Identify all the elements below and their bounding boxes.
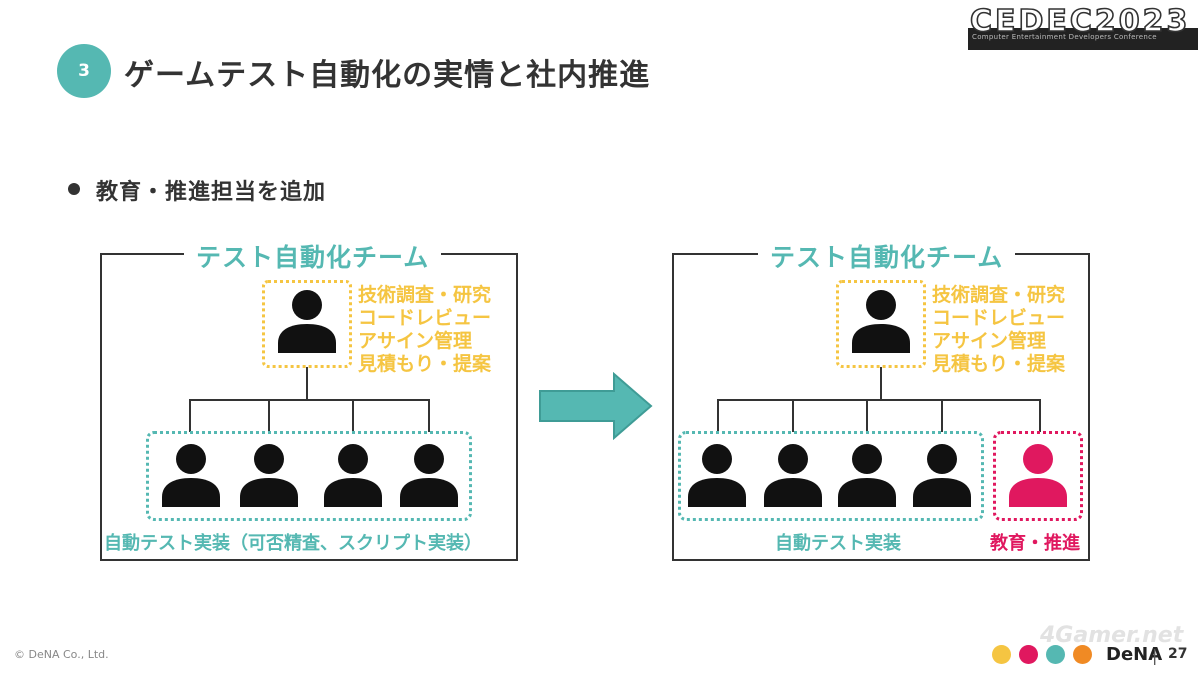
tree-drop-before xyxy=(189,399,191,432)
team-title-after: テスト自動化チーム xyxy=(758,238,1016,274)
member-caption-before: 自動テスト実装（可否精査、スクリプト実装） xyxy=(104,533,482,554)
person-head xyxy=(292,290,322,320)
tree-drop-after xyxy=(717,399,719,432)
bullet-text: 教育・推進担当を追加 xyxy=(96,180,327,205)
duty-item: アサイン管理 xyxy=(358,330,473,352)
duty-item: 技術調査・研究 xyxy=(932,284,1066,306)
bullet-dot-icon xyxy=(68,183,80,195)
footer-dot-yellow xyxy=(992,645,1011,664)
members-box-after xyxy=(678,431,984,521)
brand-logo: DeNA xyxy=(1106,644,1163,665)
event-logo-text: CEDEC2023 xyxy=(969,3,1191,40)
person-head xyxy=(778,444,808,474)
member-person-icon-after xyxy=(913,444,971,507)
tree-bar-after xyxy=(717,399,1041,401)
leader-person-icon-before xyxy=(278,290,336,353)
leader-box-after xyxy=(836,280,926,368)
member-person-icon-before xyxy=(240,444,298,507)
team-title-before: テスト自動化チーム xyxy=(184,238,442,274)
member-person-icon-after xyxy=(764,444,822,507)
member-person-icon-after xyxy=(838,444,896,507)
footer-separator: | xyxy=(1152,646,1158,665)
tree-stem-after xyxy=(880,367,882,400)
person-head xyxy=(338,444,368,474)
copyright-text: © DeNA Co., Ltd. xyxy=(14,648,109,661)
duty-item: 技術調査・研究 xyxy=(358,284,492,306)
footer-dot-pink xyxy=(1019,645,1038,664)
leader-person-icon-after xyxy=(852,290,910,353)
person-body xyxy=(240,478,298,507)
tree-drop-after xyxy=(1039,399,1041,432)
page-number: 27 xyxy=(1168,646,1188,662)
person-body xyxy=(838,478,896,507)
leader-duties-before: 技術調査・研究 コードレビュー アサイン管理 見積もり・提案 xyxy=(358,284,491,376)
tree-drop-after xyxy=(866,399,868,432)
leader-box-before xyxy=(262,280,352,368)
tree-drop-before xyxy=(428,399,430,432)
event-logo: CEDEC2023 Computer Entertainment Develop… xyxy=(968,3,1198,50)
duty-item: 見積もり・提案 xyxy=(358,353,492,375)
tree-drop-after xyxy=(941,399,943,432)
footer-dot-orange xyxy=(1073,645,1092,664)
event-logo-subtitle: Computer Entertainment Developers Confer… xyxy=(972,33,1157,41)
person-body xyxy=(400,478,458,507)
tree-stem-before xyxy=(306,367,308,400)
page-title: ゲームテスト自動化の実情と社内推進 xyxy=(124,58,651,93)
person-head xyxy=(414,444,444,474)
new-role-box xyxy=(993,431,1083,521)
member-caption-after: 自動テスト実装 xyxy=(775,533,901,554)
footer-dot-teal xyxy=(1046,645,1065,664)
leader-duties-after: 技術調査・研究 コードレビュー アサイン管理 見積もり・提案 xyxy=(932,284,1065,376)
person-body xyxy=(852,324,910,353)
person-body xyxy=(764,478,822,507)
member-person-icon-before xyxy=(162,444,220,507)
duty-item: アサイン管理 xyxy=(932,330,1047,352)
person-head xyxy=(702,444,732,474)
right-arrow-icon xyxy=(539,372,653,440)
person-head xyxy=(866,290,896,320)
person-head xyxy=(176,444,206,474)
person-head xyxy=(1023,444,1053,474)
tree-bar-before xyxy=(189,399,430,401)
person-body xyxy=(324,478,382,507)
member-person-icon-after xyxy=(688,444,746,507)
watermark-text: 4Gamer.net xyxy=(1040,623,1184,648)
tree-drop-after xyxy=(792,399,794,432)
tree-drop-before xyxy=(352,399,354,432)
member-person-icon-before xyxy=(324,444,382,507)
person-head xyxy=(852,444,882,474)
person-body xyxy=(278,324,336,353)
person-head xyxy=(254,444,284,474)
section-number-badge: 3 xyxy=(57,44,111,98)
duty-item: コードレビュー xyxy=(932,307,1066,329)
duty-item: コードレビュー xyxy=(358,307,492,329)
event-logo-bar xyxy=(968,28,1198,50)
new-role-person-icon xyxy=(1009,444,1067,507)
members-box-before xyxy=(146,431,472,521)
person-body xyxy=(913,478,971,507)
tree-drop-before xyxy=(268,399,270,432)
new-role-caption: 教育・推進 xyxy=(990,533,1080,554)
member-person-icon-before xyxy=(400,444,458,507)
person-head xyxy=(927,444,957,474)
person-body xyxy=(162,478,220,507)
person-body xyxy=(688,478,746,507)
person-body xyxy=(1009,478,1067,507)
duty-item: 見積もり・提案 xyxy=(932,353,1066,375)
